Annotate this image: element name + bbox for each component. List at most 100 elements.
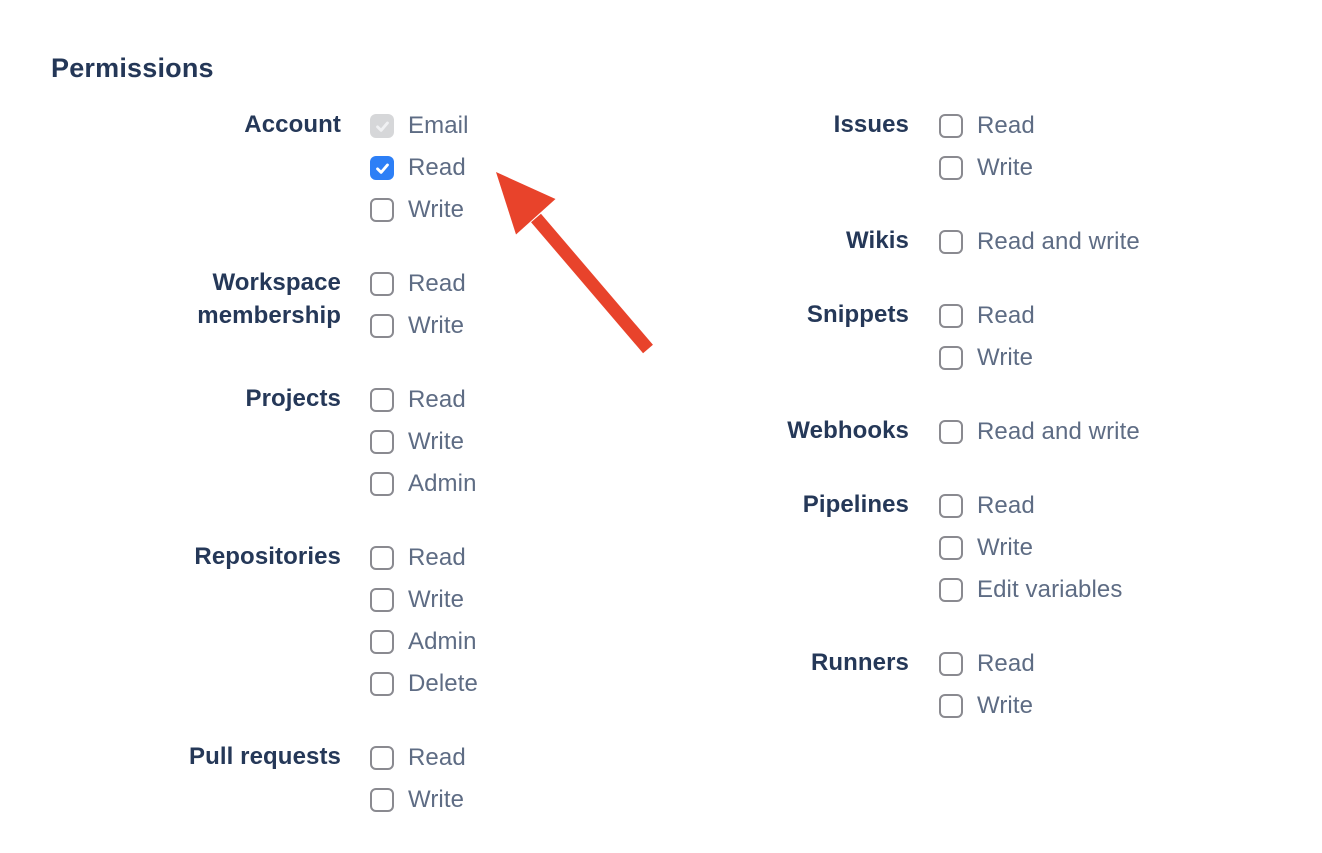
checkbox-issues-read[interactable] bbox=[939, 114, 963, 138]
option-label-runners-write: Write bbox=[977, 692, 1034, 719]
checkbox-runners-write[interactable] bbox=[939, 694, 963, 718]
checkbox-pipelines-write[interactable] bbox=[939, 536, 963, 560]
checkbox-pull-requests-read[interactable] bbox=[370, 746, 394, 770]
option-row-pipelines-edit-variables[interactable]: Edit variables bbox=[939, 569, 1122, 611]
options-wikis: Read and write bbox=[939, 221, 1140, 263]
option-row-issues-write[interactable]: Write bbox=[939, 147, 1035, 189]
checkbox-pipelines-read[interactable] bbox=[939, 494, 963, 518]
checkbox-projects-read[interactable] bbox=[370, 388, 394, 412]
option-label-repositories-admin: Admin bbox=[408, 628, 477, 655]
checkbox-repositories-write[interactable] bbox=[370, 588, 394, 612]
group-label-projects: Projects bbox=[245, 385, 341, 412]
option-row-pipelines-read[interactable]: Read bbox=[939, 485, 1122, 527]
checkbox-projects-write[interactable] bbox=[370, 430, 394, 454]
option-row-snippets-write[interactable]: Write bbox=[939, 337, 1035, 379]
option-row-projects-write[interactable]: Write bbox=[370, 421, 477, 463]
checkbox-workspace-membership-write[interactable] bbox=[370, 314, 394, 338]
option-row-repositories-admin[interactable]: Admin bbox=[370, 621, 478, 663]
option-label-issues-read: Read bbox=[977, 112, 1035, 139]
option-label-projects-admin: Admin bbox=[408, 470, 477, 497]
option-label-projects-write: Write bbox=[408, 428, 465, 455]
option-row-repositories-read[interactable]: Read bbox=[370, 537, 478, 579]
option-label-repositories-delete: Delete bbox=[408, 670, 478, 697]
option-row-workspace-membership-read[interactable]: Read bbox=[370, 263, 466, 305]
option-row-runners-read[interactable]: Read bbox=[939, 643, 1035, 685]
option-label-pipelines-edit-variables: Edit variables bbox=[977, 576, 1123, 603]
checkbox-repositories-read[interactable] bbox=[370, 546, 394, 570]
option-label-repositories-write: Write bbox=[408, 586, 465, 613]
option-row-pipelines-write[interactable]: Write bbox=[939, 527, 1122, 569]
checkbox-issues-write[interactable] bbox=[939, 156, 963, 180]
option-label-pull-requests-write: Write bbox=[408, 786, 465, 813]
group-label-account: Account bbox=[244, 111, 341, 138]
option-row-projects-read[interactable]: Read bbox=[370, 379, 477, 421]
option-label-pull-requests-read: Read bbox=[408, 744, 466, 771]
option-row-pull-requests-write[interactable]: Write bbox=[370, 779, 466, 821]
option-label-account-email: Email bbox=[408, 112, 469, 139]
checkbox-snippets-read[interactable] bbox=[939, 304, 963, 328]
checkbox-pipelines-edit-variables[interactable] bbox=[939, 578, 963, 602]
option-row-runners-write[interactable]: Write bbox=[939, 685, 1035, 727]
option-row-account-read[interactable]: Read bbox=[370, 147, 469, 189]
group-label-pipelines: Pipelines bbox=[802, 491, 909, 518]
option-label-snippets-read: Read bbox=[977, 302, 1035, 329]
group-label-issues: Issues bbox=[833, 111, 909, 138]
option-row-snippets-read[interactable]: Read bbox=[939, 295, 1035, 337]
option-row-pull-requests-read[interactable]: Read bbox=[370, 737, 466, 779]
option-row-projects-admin[interactable]: Admin bbox=[370, 463, 477, 505]
group-label-repositories: Repositories bbox=[194, 543, 341, 570]
option-row-repositories-delete[interactable]: Delete bbox=[370, 663, 478, 705]
checkbox-pull-requests-write[interactable] bbox=[370, 788, 394, 812]
option-label-pipelines-read: Read bbox=[977, 492, 1035, 519]
group-label-snippets: Snippets bbox=[806, 301, 909, 328]
option-label-repositories-read: Read bbox=[408, 544, 466, 571]
option-label-snippets-write: Write bbox=[977, 344, 1034, 371]
option-row-workspace-membership-write[interactable]: Write bbox=[370, 305, 466, 347]
checkbox-wikis-read-and-write[interactable] bbox=[939, 230, 963, 254]
option-row-wikis-read-and-write[interactable]: Read and write bbox=[939, 221, 1140, 263]
option-label-workspace-membership-write: Write bbox=[408, 312, 465, 339]
checkbox-projects-admin[interactable] bbox=[370, 472, 394, 496]
permission-group-webhooks: Webhooks Read and write bbox=[709, 411, 1140, 453]
option-row-webhooks-read-and-write[interactable]: Read and write bbox=[939, 411, 1140, 453]
option-label-projects-read: Read bbox=[408, 386, 466, 413]
checkbox-account-email bbox=[370, 114, 394, 138]
group-label-webhooks: Webhooks bbox=[787, 417, 909, 444]
checkbox-runners-read[interactable] bbox=[939, 652, 963, 676]
option-row-account-write[interactable]: Write bbox=[370, 189, 469, 231]
option-label-account-write: Write bbox=[408, 196, 465, 223]
option-row-issues-read[interactable]: Read bbox=[939, 105, 1035, 147]
page-title: Permissions bbox=[51, 53, 214, 83]
checkbox-account-write[interactable] bbox=[370, 198, 394, 222]
group-label-runners: Runners bbox=[810, 649, 909, 676]
checkbox-repositories-admin[interactable] bbox=[370, 630, 394, 654]
option-row-repositories-write[interactable]: Write bbox=[370, 579, 478, 621]
checkbox-repositories-delete[interactable] bbox=[370, 672, 394, 696]
checkbox-account-read[interactable] bbox=[370, 156, 394, 180]
checkbox-workspace-membership-read[interactable] bbox=[370, 272, 394, 296]
checkbox-webhooks-read-and-write[interactable] bbox=[939, 420, 963, 444]
group-label-pull-requests: Pull requests bbox=[188, 743, 341, 770]
option-label-runners-read: Read bbox=[977, 650, 1035, 677]
option-label-workspace-membership-read: Read bbox=[408, 270, 466, 297]
option-row-account-email[interactable]: Email bbox=[370, 105, 469, 147]
checkbox-snippets-write[interactable] bbox=[939, 346, 963, 370]
options-webhooks: Read and write bbox=[939, 411, 1140, 453]
